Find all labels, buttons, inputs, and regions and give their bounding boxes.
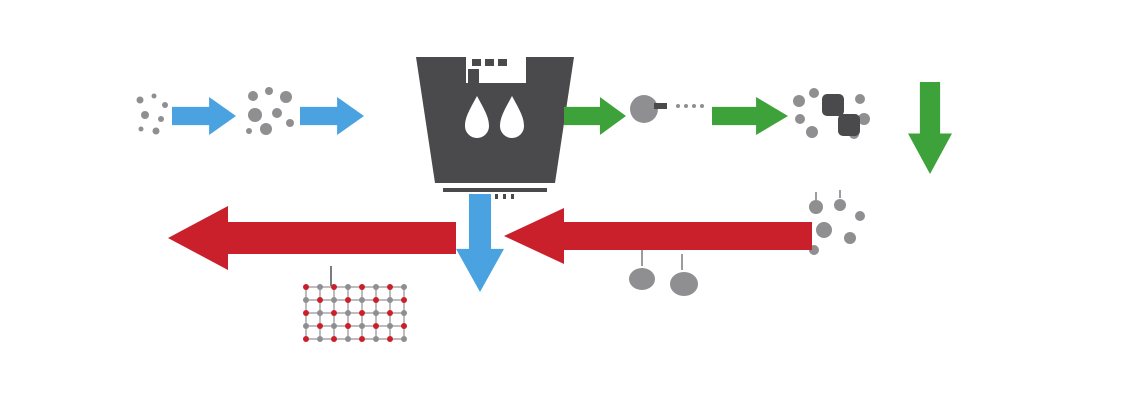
lattice-atoms: [303, 284, 407, 342]
vent-slit-icon: [498, 59, 507, 66]
furnace-body: [416, 57, 574, 183]
cube-icon: [822, 94, 844, 116]
right-arrow-blue-1: [172, 97, 236, 135]
down-arrow-green: [908, 82, 952, 174]
down-arrow-blue: [456, 194, 504, 292]
vent-slit-icon: [472, 59, 481, 66]
heater-base-line: [443, 188, 547, 192]
particle-aggregate-icon: [793, 88, 870, 139]
pinned-particles-icon: [809, 190, 865, 255]
nozzle-icon: [468, 69, 479, 83]
droplet-icon: [500, 96, 524, 138]
heater-tick: [503, 194, 506, 199]
dash-dotted-line-icon: [654, 103, 704, 109]
spray-furnace-icon: [416, 57, 574, 199]
droplet-mist-icon: [246, 87, 294, 135]
vent-slit-icon: [485, 59, 494, 66]
particle-icon: [630, 95, 658, 123]
right-arrow-blue-2: [300, 97, 364, 135]
heater-tick: [495, 194, 498, 199]
crystal-lattice-icon: [303, 284, 407, 342]
precursor-dots-icon: [136, 93, 168, 135]
heater-tick: [511, 194, 514, 199]
left-arrow-red-1: [168, 206, 456, 270]
connector-line: [330, 266, 332, 286]
droplet-icon: [465, 96, 489, 138]
hanging-particles-icon: [629, 250, 698, 296]
cube-icon: [838, 114, 860, 136]
right-arrow-green-2: [712, 97, 788, 135]
